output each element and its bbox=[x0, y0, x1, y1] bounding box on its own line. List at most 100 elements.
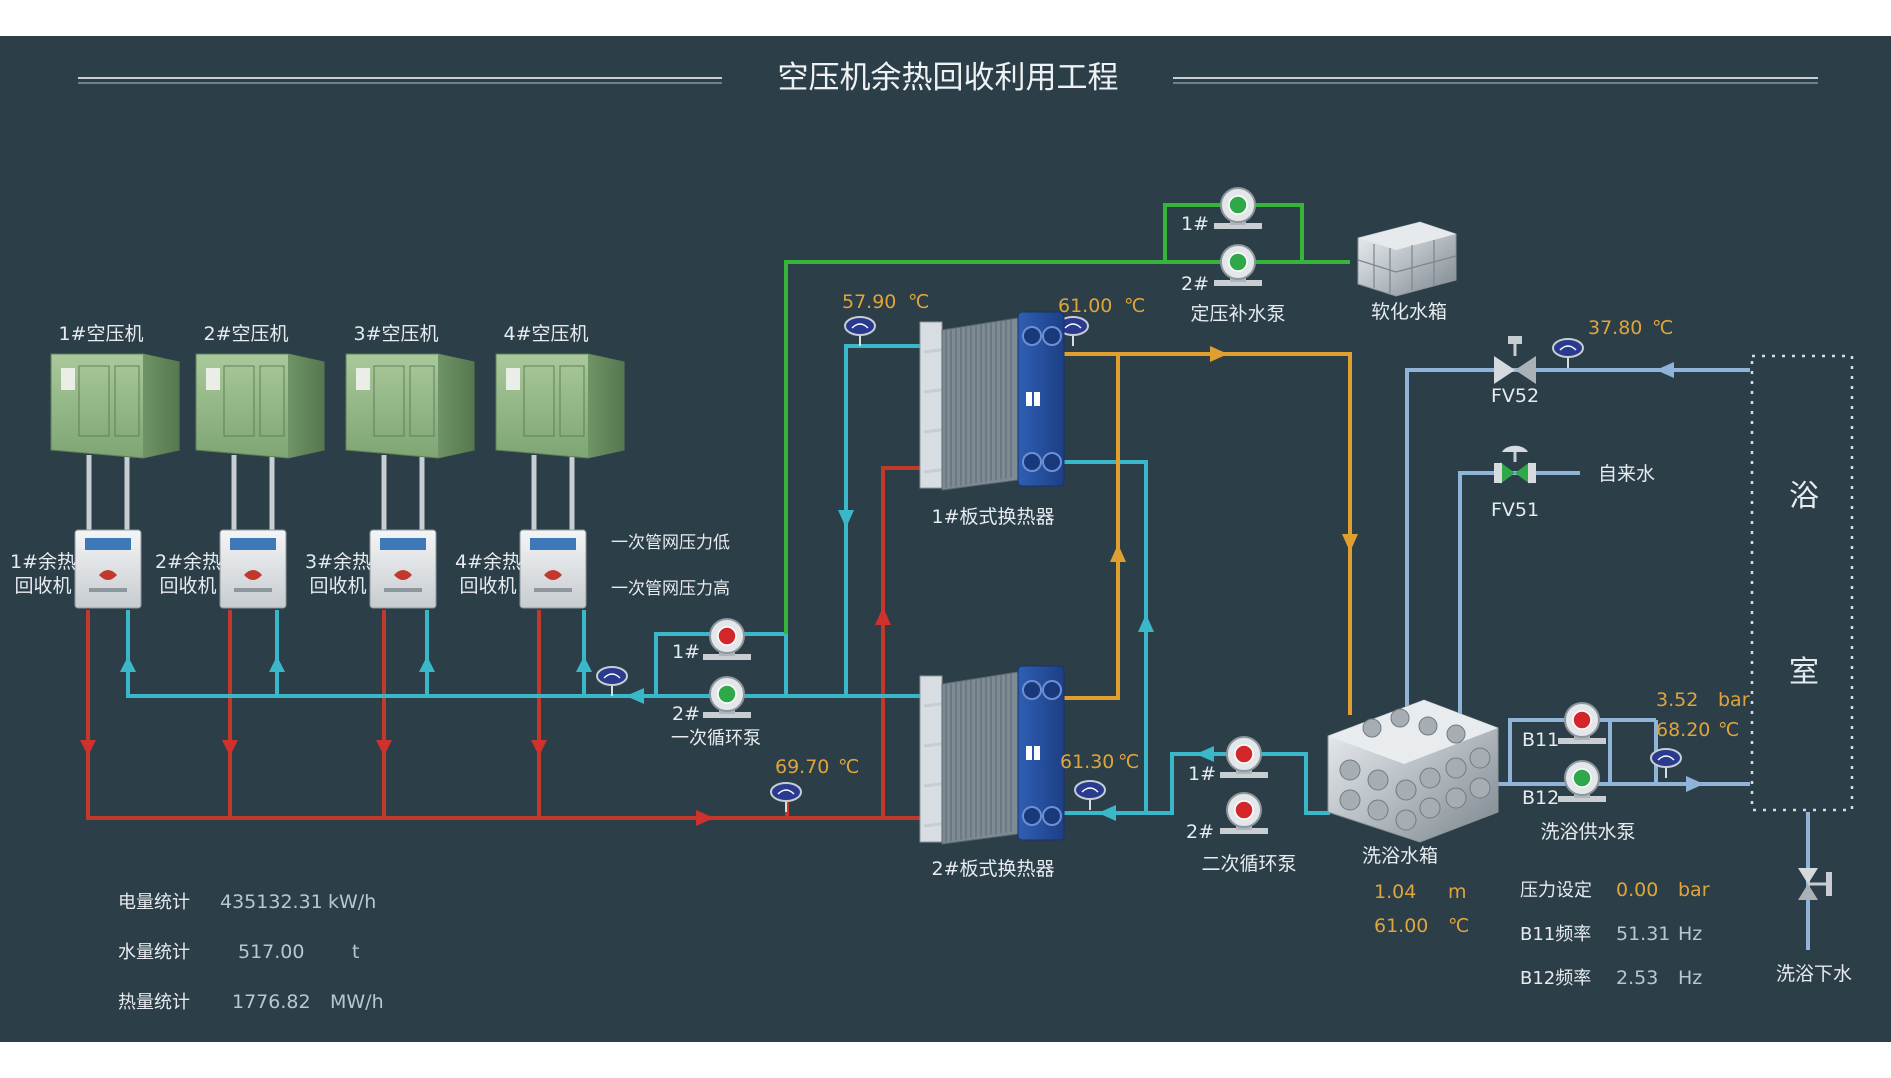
valve-fv52-label: FV52 bbox=[1491, 385, 1539, 407]
pump-base bbox=[1220, 772, 1268, 778]
pump-status-icon bbox=[1572, 710, 1592, 730]
hx-frame bbox=[919, 675, 943, 843]
heat-exchanger-1[interactable] bbox=[919, 311, 1065, 491]
sensor-group bbox=[596, 316, 1682, 812]
pump-base bbox=[703, 654, 751, 660]
setting-value-b11: 51.31 bbox=[1616, 923, 1670, 945]
compressor-door bbox=[78, 365, 110, 437]
hx-end-plate bbox=[1017, 311, 1065, 487]
recovery-unit-3[interactable] bbox=[369, 529, 437, 609]
heat-exchanger-2[interactable] bbox=[919, 665, 1065, 845]
secondary-pump-1-label: 1# bbox=[1188, 763, 1216, 785]
sensor-gauge-icon bbox=[1552, 338, 1584, 368]
compressor-4[interactable]: 4#空压机 bbox=[495, 323, 625, 535]
setting-unit-b11: Hz bbox=[1678, 923, 1702, 945]
primary-pump-1[interactable] bbox=[703, 618, 751, 660]
stat-unit-heat: MW/h bbox=[330, 991, 384, 1013]
diagram-panel bbox=[0, 36, 1891, 1042]
valve-fv51-label: FV51 bbox=[1491, 499, 1539, 521]
recovery-label: 1#余热 bbox=[10, 551, 76, 573]
compressor-3[interactable]: 3#空压机 bbox=[345, 323, 475, 535]
return-temp-value: 37.80 bbox=[1588, 317, 1642, 339]
recovery-unit-1[interactable] bbox=[74, 529, 142, 609]
pump-base bbox=[1214, 223, 1262, 229]
recovery-unit-logo bbox=[99, 570, 117, 580]
stat-value-power: 435132.31 bbox=[220, 891, 323, 913]
bath-pump-b11-label: B11 bbox=[1522, 729, 1559, 751]
bath-tank-level: 1.04 bbox=[1374, 881, 1416, 903]
makeup-pump-2[interactable] bbox=[1214, 244, 1262, 286]
recovery-unit-display bbox=[380, 538, 426, 550]
compressor-label: 4#空压机 bbox=[503, 323, 588, 345]
recovery-unit-plate bbox=[89, 588, 127, 592]
recovery-label: 4#余热 bbox=[455, 551, 521, 573]
compressor-side bbox=[288, 354, 324, 458]
pump-status-icon bbox=[1234, 800, 1254, 820]
valve-fv51[interactable] bbox=[1494, 445, 1536, 484]
drain-valve[interactable] bbox=[1798, 868, 1832, 900]
stat-label-power: 电量统计 bbox=[118, 892, 190, 913]
valve-fv52[interactable] bbox=[1494, 336, 1536, 384]
compressor-door bbox=[559, 365, 585, 437]
recovery-label: 回收机 bbox=[159, 575, 216, 597]
alarm-pressure-high: 一次管网压力高 bbox=[611, 579, 730, 599]
compressor-side bbox=[588, 354, 624, 458]
compressor-2[interactable]: 2#空压机 bbox=[195, 323, 325, 535]
bathroom-label-2: 室 bbox=[1789, 655, 1819, 690]
softened-tank-label: 软化水箱 bbox=[1371, 301, 1447, 323]
hx-port bbox=[1022, 680, 1042, 700]
makeup-pump-1[interactable] bbox=[1214, 187, 1262, 229]
supply-temp-unit: ℃ bbox=[1718, 719, 1739, 741]
recovery-unit-4[interactable] bbox=[519, 529, 587, 609]
bath-pump-b12[interactable] bbox=[1558, 760, 1606, 802]
hx-nameplate bbox=[1034, 746, 1040, 760]
bath-tank-level-unit: m bbox=[1448, 881, 1467, 903]
drain-label: 洗浴下水 bbox=[1776, 963, 1852, 985]
setting-unit-b12: Hz bbox=[1678, 967, 1702, 989]
sensor-needle bbox=[777, 789, 795, 795]
recovery-unit-2[interactable] bbox=[219, 529, 287, 609]
hx1-temp-out-unit: ℃ bbox=[1124, 295, 1145, 317]
hx-port bbox=[1042, 806, 1062, 826]
primary-pump-2[interactable] bbox=[703, 676, 751, 718]
hx-port bbox=[1042, 452, 1062, 472]
bath-pump-b11[interactable] bbox=[1558, 702, 1606, 744]
compressor-1[interactable]: 1#空压机 bbox=[50, 323, 180, 535]
sensor-gauge-icon bbox=[1650, 748, 1682, 778]
supply-pressure-unit: bar bbox=[1718, 689, 1750, 711]
hx-port bbox=[1042, 326, 1062, 346]
setting-value-b12: 2.53 bbox=[1616, 967, 1658, 989]
compressor-door bbox=[373, 365, 405, 437]
secondary-pump-1[interactable] bbox=[1220, 736, 1268, 778]
hx-plate-pack bbox=[941, 671, 1019, 845]
hx2-label: 2#板式换热器 bbox=[931, 858, 1054, 880]
pump-status-icon bbox=[1572, 768, 1592, 788]
setting-value-pressure[interactable]: 0.00 bbox=[1616, 879, 1658, 901]
hx-port bbox=[1022, 326, 1042, 346]
pump-base bbox=[1220, 828, 1268, 834]
compressor-group: 1#空压机1#余热回收机2#空压机2#余热回收机3#空压机3#余热回收机4#空压… bbox=[10, 323, 625, 609]
sensor-needle bbox=[1081, 787, 1099, 793]
sensor-gauge-icon bbox=[770, 782, 802, 812]
secondary-pump-2[interactable] bbox=[1220, 792, 1268, 834]
makeup-pump-1-label: 1# bbox=[1181, 213, 1209, 235]
compressor-label: 2#空压机 bbox=[203, 323, 288, 345]
makeup-pump-label: 定压补水泵 bbox=[1190, 303, 1285, 325]
compressor-side bbox=[438, 354, 474, 458]
sensor-needle bbox=[851, 323, 869, 329]
setting-label-b12: B12频率 bbox=[1520, 968, 1591, 989]
secondary-pipes bbox=[1054, 352, 1352, 715]
hx-nameplate bbox=[1026, 746, 1032, 760]
sensor-dial bbox=[844, 316, 876, 336]
pump-status-icon bbox=[717, 684, 737, 704]
sensor-needle bbox=[603, 673, 621, 679]
bath-pump-label: 洗浴供水泵 bbox=[1540, 821, 1635, 843]
bath-water-tank[interactable] bbox=[1327, 699, 1499, 843]
hot-return-pipes bbox=[86, 466, 930, 820]
hx-plate-pack bbox=[941, 317, 1019, 491]
secondary-pump-label: 二次循环泵 bbox=[1201, 853, 1296, 875]
stat-label-heat: 热量统计 bbox=[118, 992, 190, 1013]
flow-arrows bbox=[80, 346, 1704, 826]
statistics-panel: 电量统计 435132.31 kW/h 水量统计 517.00 t 热量统计 1… bbox=[118, 891, 384, 1013]
